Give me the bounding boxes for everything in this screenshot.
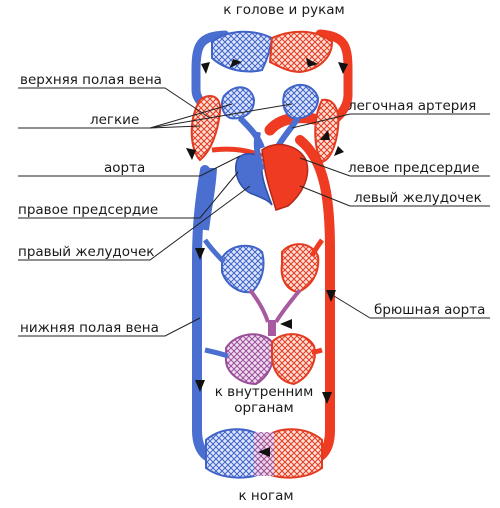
arrow-icon (195, 248, 205, 260)
label-pulmonary-artery: легочная артерия (348, 98, 477, 114)
organs-capillary-bed (202, 238, 325, 386)
arrow-icon (230, 59, 242, 68)
label-aorta: аорта (104, 160, 146, 176)
label-right-ventricle: правый желудочек (18, 244, 155, 260)
flow-arrows (186, 58, 348, 457)
label-left-ventricle: левый желудочек (354, 190, 482, 206)
arrow-icon (195, 380, 205, 392)
label-legs: к ногам (238, 488, 294, 504)
label-internal-organs-line2: органам (234, 400, 294, 416)
label-abdominal-aorta: брюшная аорта (374, 302, 486, 318)
label-internal-organs-line1: к внутренним (214, 384, 314, 400)
label-left-atrium: левое предсердие (348, 160, 480, 176)
arrow-icon (280, 319, 292, 329)
arrow-icon (201, 62, 210, 74)
arrow-icon (186, 148, 196, 160)
head-capillary-bed (211, 30, 334, 74)
legs-capillary-bed (205, 428, 323, 479)
heart (234, 131, 309, 211)
arrow-icon (334, 146, 344, 156)
label-head-arms: к голове и рукам (223, 2, 345, 18)
label-superior-vena-cava: верхняя полая вена (20, 72, 162, 88)
arrow-icon (338, 62, 348, 74)
arrow-icon (322, 392, 332, 404)
arrow-icon (320, 130, 330, 140)
arrow-icon (306, 58, 318, 67)
label-lungs: легкие (90, 112, 140, 128)
label-inferior-vena-cava: нижняя полая вена (20, 320, 159, 336)
label-right-atrium: правое предсердие (18, 202, 159, 218)
leader-lines (18, 87, 490, 337)
arrow-icon (258, 447, 270, 457)
arrow-icon (326, 290, 336, 302)
